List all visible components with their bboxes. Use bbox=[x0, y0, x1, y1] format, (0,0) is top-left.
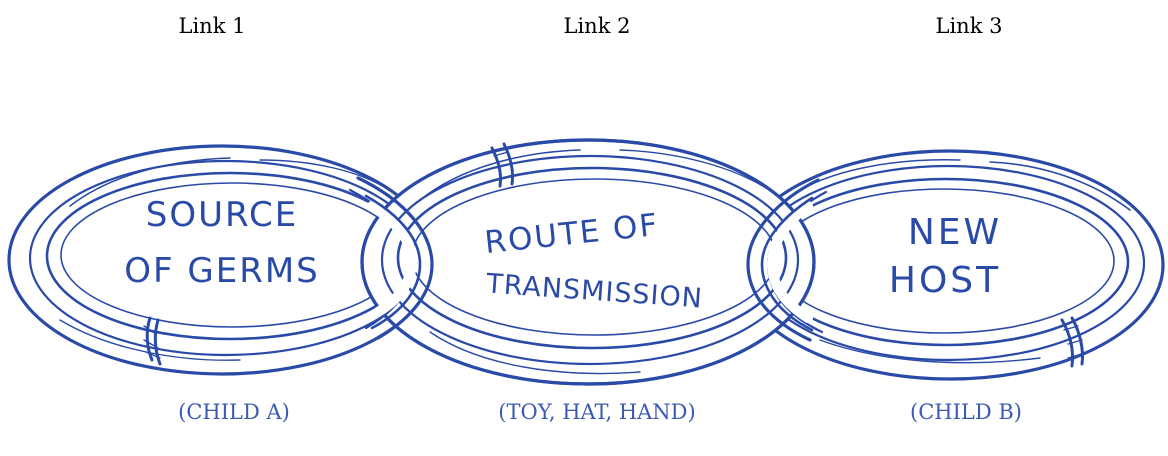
link-3-caption: (CHILD B) bbox=[910, 400, 1022, 424]
link-3-header: Link 3 bbox=[935, 14, 1003, 38]
link-1-text-line2: OF GERMS bbox=[124, 251, 320, 291]
link-3-text-line2: HOST bbox=[889, 260, 1001, 301]
link-3-text-line1: NEW bbox=[908, 212, 1002, 253]
link-1-text-line1: SOURCE bbox=[146, 195, 298, 235]
link-1-header: Link 1 bbox=[178, 14, 246, 38]
link-1-caption: (CHILD A) bbox=[178, 400, 290, 424]
link-3-overlap bbox=[746, 178, 828, 342]
link-2-header: Link 2 bbox=[563, 14, 631, 38]
link-1-overlap bbox=[348, 176, 434, 340]
link-3-ring bbox=[735, 149, 1165, 381]
link-2-caption: (TOY, HAT, HAND) bbox=[498, 400, 696, 424]
link-2-ring bbox=[360, 138, 816, 386]
